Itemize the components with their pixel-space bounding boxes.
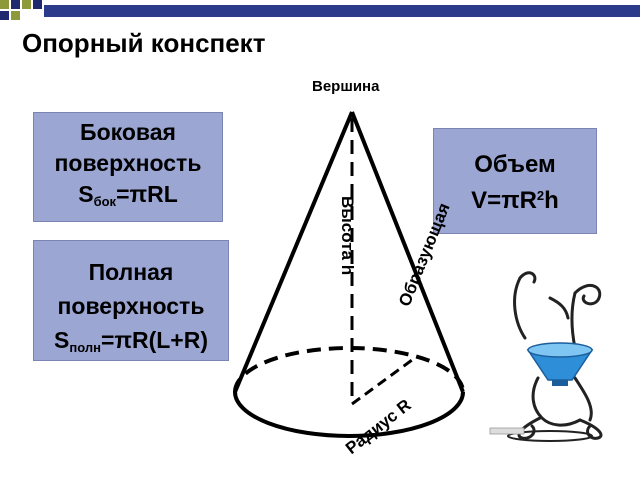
volume-formula-sup: 2 [536,188,545,203]
cone-right-side [350,111,465,393]
lateral-formula-sub: бок [93,194,117,209]
cone-left-side [233,111,354,393]
full-formula: Sполн=πR(L+R) [34,323,228,365]
volume-formula-post: h [544,187,559,214]
volume-line1: Объем [474,151,556,178]
full-surface-box: Полная поверхность Sполн=πR(L+R) [33,240,229,361]
full-formula-post: =πR(L+R) [100,327,208,353]
full-line1: Полная [88,259,174,285]
cone-radius-line [351,358,413,406]
cone-base-back [233,346,465,393]
volume-formula: V=πR2h [434,180,596,216]
volume-box: Объем V=πR2h [433,128,597,234]
lateral-formula: Sбок=πRL [34,179,222,217]
lateral-line1: Боковая [80,119,176,145]
apex-label: Вершина [312,78,380,95]
cone-base-front [233,391,465,438]
lateral-surface-box: Боковая поверхность Sбок=πRL [33,112,223,222]
lateral-formula-post: =πRL [116,181,178,207]
candle-holder-image [489,271,603,442]
lateral-formula-pre: S [78,181,94,207]
decorative-squares [0,0,640,20]
lateral-line2: поверхность [54,150,202,176]
volume-formula-pre: V=πR [471,187,537,214]
full-formula-sub: полн [69,340,101,355]
full-line2: поверхность [57,293,205,319]
slide-title: Опорный конспект [22,28,266,58]
full-formula-pre: S [54,327,70,353]
height-label: Высота h [338,196,357,276]
